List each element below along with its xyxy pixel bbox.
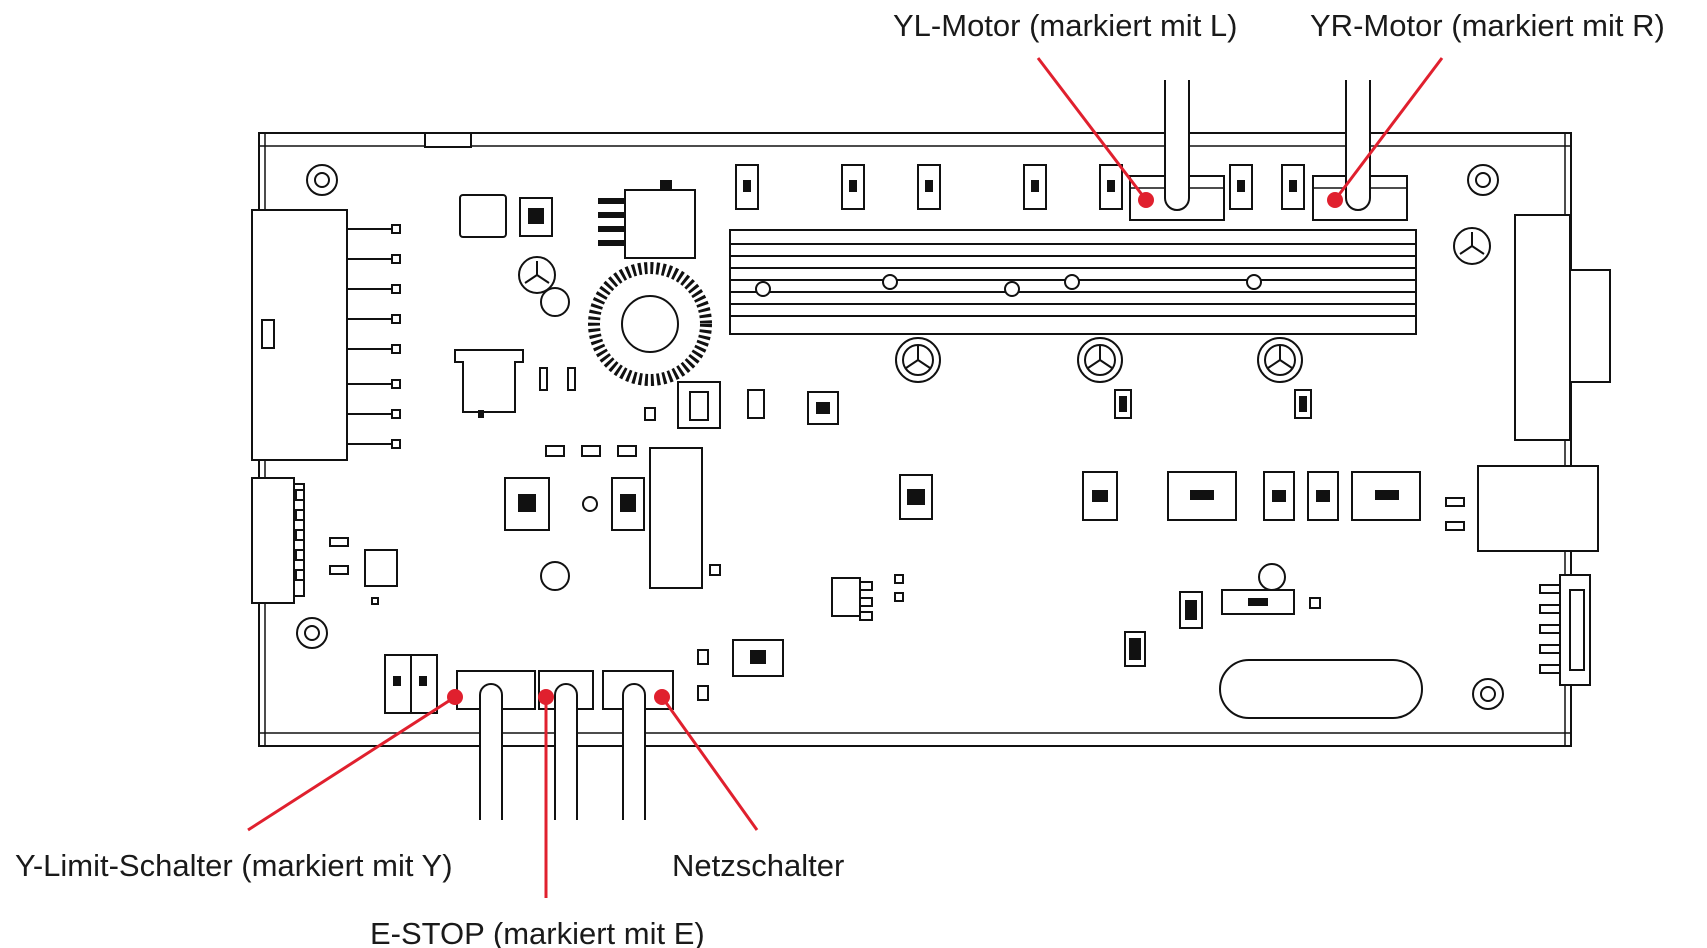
y-limit-dot [447,689,463,705]
yr-motor-label: YR-Motor (markiert mit R) [1310,8,1665,43]
mounting-hole-icons [296,164,1504,710]
netzschalter-dot [654,689,670,705]
heatsink [729,229,1417,335]
upper-left-components [454,180,839,457]
yr-motor-dot [1327,192,1343,208]
left-pin-header [251,209,401,604]
right-middle-ics [1082,471,1423,719]
callout-dots [447,192,1343,705]
yl-motor-connector [1129,80,1225,221]
e-stop-label: E-STOP (markiert mit E) [370,916,705,948]
y-limit-connector [456,670,536,820]
netzschalter-label: Netzschalter [672,848,844,883]
yl-motor-label: YL-Motor (markiert mit L) [893,8,1237,43]
y-limit-label: Y-Limit-Schalter (markiert mit Y) [15,848,453,883]
e-stop-dot [538,689,554,705]
callout-leaders [247,57,1444,898]
capacitor-icons [895,227,1491,383]
top-fuse-row [735,164,1305,210]
right-connectors [1445,214,1611,686]
bottom-components [384,639,784,714]
circuit-board [258,132,1572,747]
middle-components [329,389,1312,621]
yl-motor-dot [1138,192,1154,208]
